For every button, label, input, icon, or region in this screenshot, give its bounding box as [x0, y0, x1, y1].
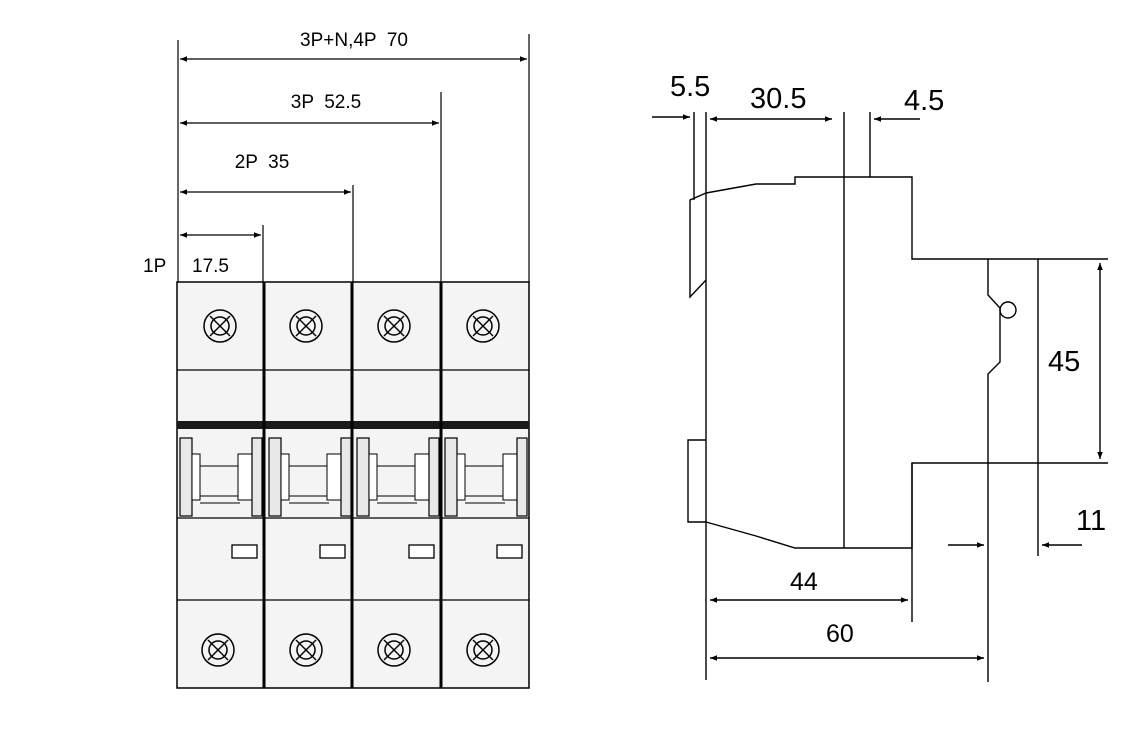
dim-label-2p: 2P 35: [235, 152, 290, 173]
clip-pin-icon: [999, 301, 1017, 319]
dim-label-45: 45: [1048, 346, 1080, 378]
left-clip: [689, 192, 707, 299]
front-view: [176, 34, 530, 689]
dim-label-5-5: 5.5: [670, 71, 710, 103]
dim-label-60: 60: [826, 620, 854, 648]
indicator-window: [496, 544, 523, 559]
dim-label-30-5: 30.5: [750, 83, 806, 115]
side-profile: [705, 176, 988, 549]
indicator-window: [408, 544, 435, 559]
dim-label-4p: 3P+N,4P 70: [300, 30, 408, 51]
rail-clip: [987, 259, 1001, 463]
dim-label-4-5: 4.5: [904, 85, 944, 117]
side-view: [652, 112, 1108, 682]
dim-label-1p-pole: 1P: [143, 256, 166, 277]
dim-label-3p: 3P 52.5: [291, 92, 361, 113]
dim-label-11: 11: [1076, 505, 1106, 537]
indicator-window: [231, 544, 258, 559]
indicator-window: [319, 544, 346, 559]
dim-label-1p-value: 17.5: [192, 256, 229, 277]
dim-label-44: 44: [790, 568, 818, 596]
